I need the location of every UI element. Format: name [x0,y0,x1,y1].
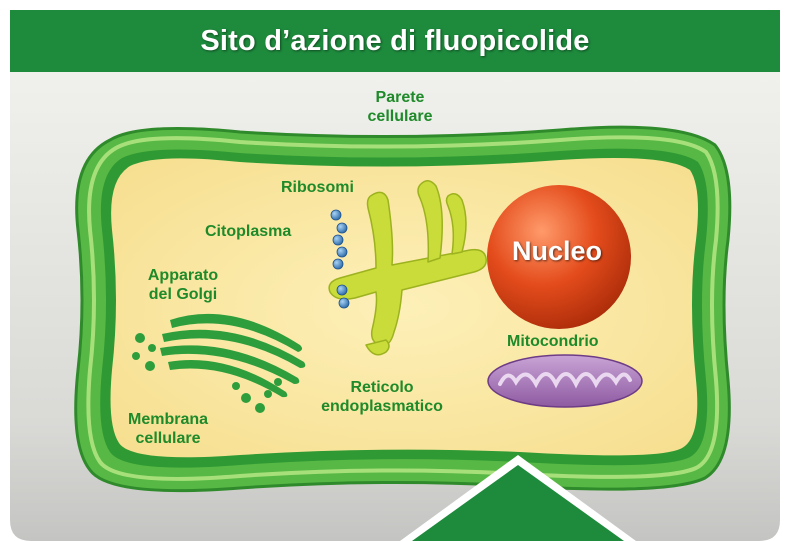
label-er: Reticolo endoplasmatico [312,378,452,416]
er-icon [328,180,487,356]
label-ribosomes: Ribosomi [281,179,354,196]
label-golgi-line2: del Golgi [148,286,218,303]
label-membrane: Membrana cellulare [118,410,218,448]
label-nucleus: Nucleo [511,236,603,266]
label-golgi-line1: Apparato [147,267,219,284]
label-membrane-line2: cellulare [135,430,201,447]
golgi-icon [132,313,306,413]
ribosome-icon [330,209,350,309]
label-cytoplasm: Citoplasma [205,223,292,240]
title-bar: Sito d’azione di fluopicolide [10,10,780,72]
label-mitochondrion: Mitocondrio [507,333,599,350]
label-cell-wall-line2: cellulare [367,108,433,125]
nucleus-icon [487,185,631,329]
cell-wall-highlight [86,135,720,481]
label-golgi: Apparato del Golgi [138,266,228,304]
pointer-arrow-icon [400,455,636,541]
mitochondrion-icon [487,354,643,408]
label-membrane-line1: Membrana [127,411,209,428]
label-cell-wall-line1: Parete [375,89,425,106]
label-cell-wall: Parete cellulare [350,88,450,126]
label-er-line1: Reticolo [350,379,414,396]
page-title: Sito d’azione di fluopicolide [200,24,590,57]
label-er-line2: endoplasmatico [321,398,443,415]
